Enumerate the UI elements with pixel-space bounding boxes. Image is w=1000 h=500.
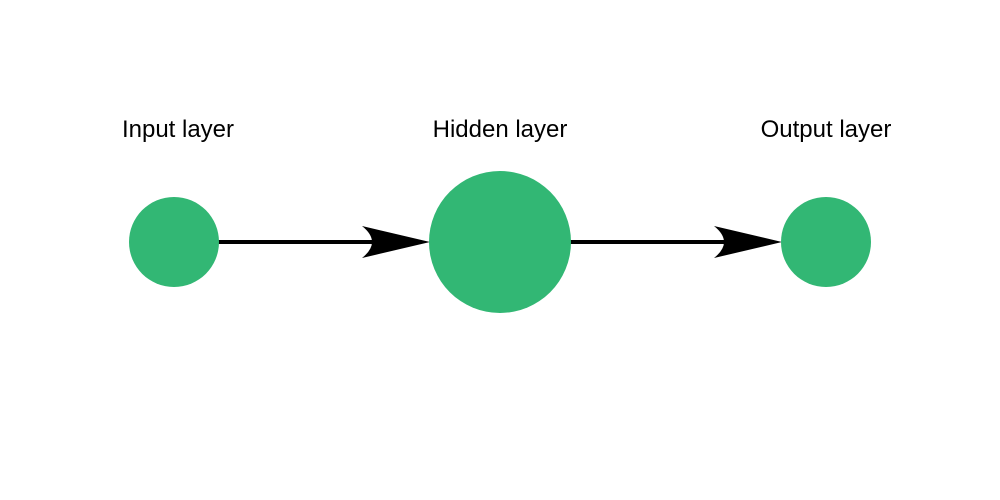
output-layer-node — [781, 197, 871, 287]
edge-hidden-to-output — [570, 226, 782, 258]
output-layer-label: Output layer — [761, 116, 892, 143]
edge-input-to-hidden — [218, 226, 430, 258]
hidden-layer-node — [429, 171, 571, 313]
hidden-layer-label: Hidden layer — [433, 116, 568, 143]
input-layer-node — [129, 197, 219, 287]
arrowhead-icon — [362, 226, 430, 258]
arrowhead-icon — [714, 226, 782, 258]
input-layer-label: Input layer — [122, 116, 234, 143]
